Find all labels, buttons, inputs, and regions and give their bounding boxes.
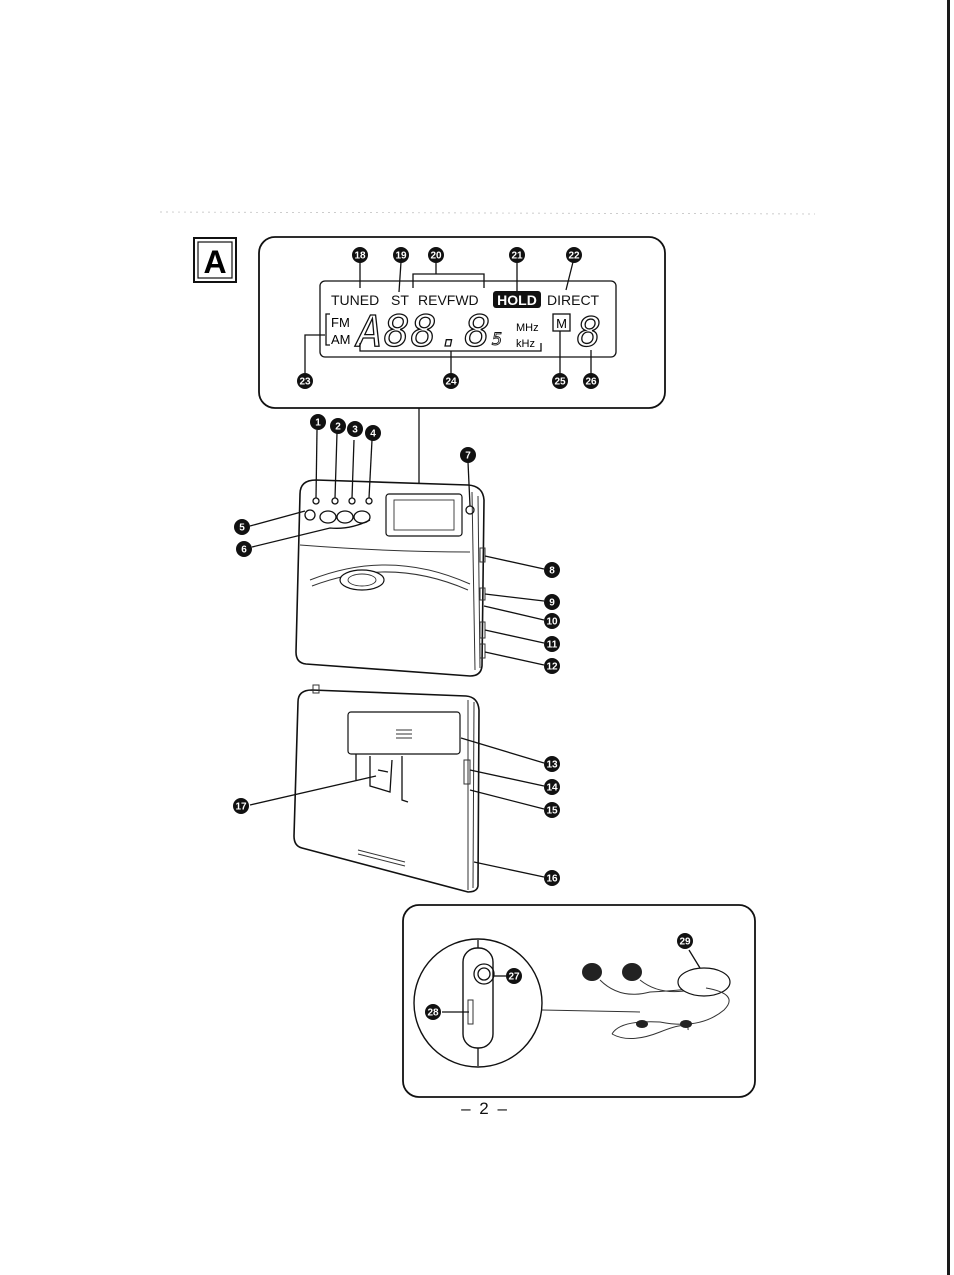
device-display-window <box>385 493 463 537</box>
callout-5: 5 <box>234 519 250 535</box>
callout-17: 17 <box>233 798 249 814</box>
svg-text:7: 7 <box>465 451 471 462</box>
callout-14: 14 <box>544 779 560 795</box>
svg-text:19: 19 <box>395 251 407 262</box>
earphones <box>582 963 731 1039</box>
svg-text:22: 22 <box>568 251 580 262</box>
callout-27: 27 <box>506 968 522 984</box>
svg-text:8: 8 <box>549 566 555 577</box>
section-label: A <box>203 244 226 280</box>
display-am: AM <box>331 332 351 347</box>
callout-7: 7 <box>460 447 476 463</box>
callout-18: 18 <box>352 247 368 263</box>
svg-text:14: 14 <box>546 783 558 794</box>
display-small-s: 5 <box>492 330 502 350</box>
svg-text:26: 26 <box>585 377 597 388</box>
callout-25: 25 <box>552 373 568 389</box>
display-hold: HOLD <box>497 292 537 308</box>
display-khz: kHz <box>516 338 535 350</box>
svg-text:11: 11 <box>547 640 558 651</box>
svg-text:29: 29 <box>679 937 691 948</box>
svg-text:21: 21 <box>511 251 523 262</box>
svg-text:28: 28 <box>427 1008 439 1019</box>
svg-text:9: 9 <box>549 598 555 609</box>
svg-text:10: 10 <box>546 617 558 628</box>
display-fm: FM <box>331 315 350 330</box>
svg-text:15: 15 <box>546 806 558 817</box>
svg-text:13: 13 <box>546 760 558 771</box>
display-tuned: TUNED <box>331 292 379 308</box>
accessories-panel <box>402 904 756 1098</box>
callout-8: 8 <box>544 562 560 578</box>
svg-text:3: 3 <box>352 425 358 436</box>
callout-21: 21 <box>509 247 525 263</box>
callout-28: 28 <box>425 1004 441 1020</box>
callouts: 18 19 20 21 22 23 24 25 26 1 2 3 4 5 6 7… <box>233 247 693 1020</box>
page-edge-line <box>947 0 950 1275</box>
memory-box <box>552 313 571 332</box>
callout-1: 1 <box>310 414 326 430</box>
display-direct: DIRECT <box>547 292 600 308</box>
callout-16: 16 <box>544 870 560 886</box>
section-label-box: A <box>193 237 237 283</box>
svg-text:16: 16 <box>546 874 558 885</box>
callout-15: 15 <box>544 802 560 818</box>
display-mhz: MHz <box>516 322 539 334</box>
svg-text:6: 6 <box>241 545 247 556</box>
callout-24: 24 <box>443 373 459 389</box>
callout-19: 19 <box>393 247 409 263</box>
callout-6: 6 <box>236 541 252 557</box>
svg-text:5: 5 <box>239 523 245 534</box>
display-revfwd: REVFWD <box>418 292 479 308</box>
callout-20: 20 <box>428 247 444 263</box>
hold-indicator <box>493 291 541 308</box>
callout-4: 4 <box>365 425 381 441</box>
svg-text:18: 18 <box>354 251 366 262</box>
svg-text:4: 4 <box>370 429 376 440</box>
svg-text:2: 2 <box>335 422 341 433</box>
svg-text:1: 1 <box>315 418 321 429</box>
callout-9: 9 <box>544 594 560 610</box>
svg-text:12: 12 <box>546 662 558 673</box>
band-bracket <box>325 313 330 346</box>
display-st: ST <box>391 292 409 308</box>
callout-13: 13 <box>544 756 560 772</box>
battery-cover <box>347 711 461 755</box>
player-back-view <box>293 684 480 893</box>
scan-artifact-line <box>159 211 816 215</box>
display-memory: M <box>556 316 567 331</box>
callout-12: 12 <box>544 658 560 674</box>
callout-22: 22 <box>566 247 582 263</box>
svg-text:24: 24 <box>445 377 457 388</box>
callout-11: 11 <box>544 636 560 652</box>
callout-3: 3 <box>347 421 363 437</box>
svg-text:23: 23 <box>299 377 311 388</box>
frequency-digits: A88.8 <box>354 307 491 357</box>
remote-control <box>462 947 494 1049</box>
player-front-view <box>295 479 486 677</box>
preset-digit: 8 <box>577 310 601 356</box>
callout-10: 10 <box>544 613 560 629</box>
callout-29: 29 <box>677 933 693 949</box>
callout-23: 23 <box>297 373 313 389</box>
page-number: – 2 – <box>461 1099 509 1118</box>
svg-text:27: 27 <box>508 972 520 983</box>
svg-text:25: 25 <box>554 377 566 388</box>
callout-2: 2 <box>330 418 346 434</box>
svg-text:20: 20 <box>430 251 442 262</box>
callout-26: 26 <box>583 373 599 389</box>
display-panel: TUNED ST REVFWD HOLD DIRECT FM AM A88.8 … <box>258 236 666 409</box>
svg-text:17: 17 <box>235 802 247 813</box>
